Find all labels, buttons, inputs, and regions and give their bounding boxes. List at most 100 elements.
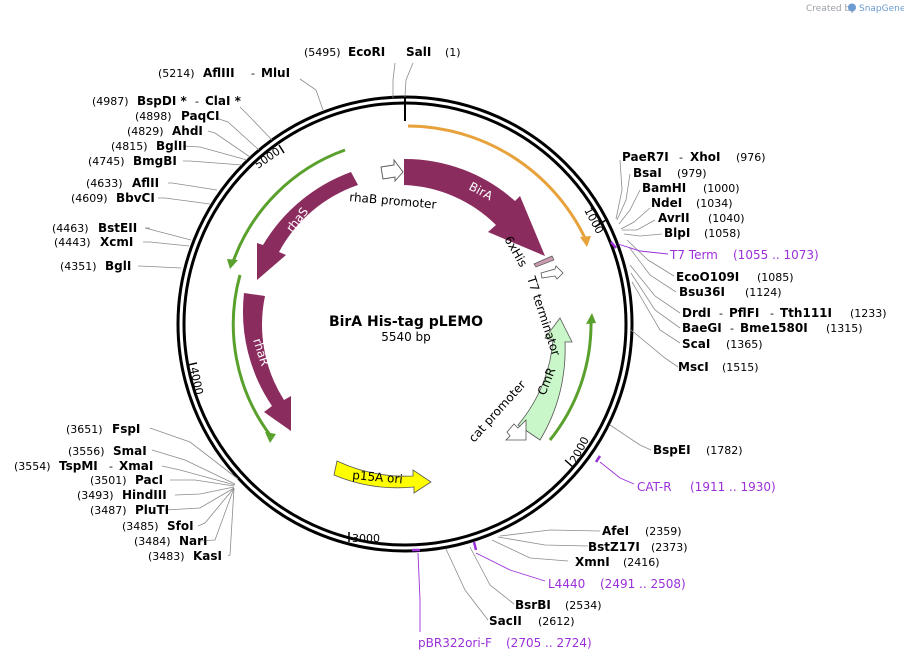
- svg-text:AflII: AflII: [132, 176, 159, 190]
- site-bspei[interactable]: BspEI (1782): [653, 443, 743, 457]
- svg-text:(4815): (4815): [111, 140, 148, 153]
- svg-text:BspDI *: BspDI *: [137, 94, 187, 108]
- primer-t7term[interactable]: T7 Term (1055 .. 1073): [610, 241, 819, 262]
- svg-text:(3483): (3483): [148, 550, 185, 563]
- svg-text:AvrII: AvrII: [658, 211, 690, 225]
- site-scai[interactable]: ScaI (1365): [682, 337, 763, 351]
- svg-text:(4898): (4898): [135, 110, 172, 123]
- site-afliii-mlui[interactable]: (5214) AflIII - MluI: [158, 66, 290, 80]
- feature-cmr[interactable]: [517, 317, 573, 441]
- tick-4000: 4000: [187, 362, 206, 396]
- site-bsrbi[interactable]: BsrBI (2534): [515, 598, 602, 612]
- svg-text:(3651): (3651): [66, 423, 103, 436]
- site-aflii[interactable]: (4633) AflII: [86, 176, 159, 190]
- svg-text:(5495): (5495): [304, 46, 341, 59]
- site-hindiii[interactable]: (3493) HindIII: [77, 488, 167, 502]
- svg-text:(1233): (1233): [850, 307, 887, 320]
- svg-text:XhoI: XhoI: [690, 150, 721, 164]
- site-afei[interactable]: AfeI (2359): [602, 524, 682, 538]
- feature-6xhis[interactable]: [533, 255, 555, 268]
- site-bsteii[interactable]: (4463) BstEII: [52, 221, 137, 235]
- site-bbvci[interactable]: (4609) BbvCI: [71, 191, 155, 205]
- svg-text:BsaI: BsaI: [633, 166, 662, 180]
- svg-text:ClaI *: ClaI *: [205, 94, 242, 108]
- map-length: 5540 bp: [381, 330, 431, 344]
- site-paci[interactable]: (3501) PacI: [90, 473, 163, 487]
- site-paqci[interactable]: (4898) PaqCI: [135, 109, 219, 123]
- svg-text:-: -: [251, 67, 255, 80]
- svg-text:KasI: KasI: [193, 549, 222, 563]
- site-avrii[interactable]: AvrII (1040): [658, 211, 745, 225]
- site-smai[interactable]: (3556) SmaI: [68, 444, 147, 458]
- svg-text:MscI: MscI: [678, 360, 709, 374]
- feature-p15a-ori-label: p15A ori: [352, 468, 404, 486]
- site-pluti[interactable]: (3487) PluTI: [90, 503, 169, 517]
- orf-green-left-upper-arrowhead: [227, 259, 238, 269]
- site-bgli[interactable]: (4351) BglI: [60, 259, 131, 273]
- site-bglii[interactable]: (4815) BglII: [111, 139, 187, 153]
- svg-text:(3501): (3501): [90, 474, 127, 487]
- site-bspdi-clai[interactable]: (4987) BspDI * - ClaI *: [92, 94, 242, 108]
- site-xcmi[interactable]: (4443) XcmI: [54, 235, 133, 249]
- svg-text:XmaI: XmaI: [119, 459, 153, 473]
- site-bsai[interactable]: BsaI (979): [633, 166, 707, 180]
- site-baegi-bme1580i[interactable]: BaeGI - Bme1580I (1315): [682, 321, 863, 335]
- svg-text:(1124): (1124): [745, 286, 782, 299]
- svg-text:(4745): (4745): [88, 155, 125, 168]
- feature-t7-terminator-arrow[interactable]: [540, 265, 564, 280]
- site-bstz17i[interactable]: BstZ17I (2373): [588, 540, 688, 554]
- site-ecori[interactable]: (5495) EcoRI: [304, 45, 385, 59]
- site-bsu36i[interactable]: Bsu36I (1124): [679, 285, 782, 299]
- feature-rhab-promoter-arrow[interactable]: [380, 158, 404, 183]
- site-bamhi[interactable]: BamHI (1000): [642, 181, 740, 195]
- site-ecoo109i[interactable]: EcoO109I (1085): [676, 270, 794, 284]
- feature-bira[interactable]: [404, 158, 545, 256]
- feature-rhas[interactable]: [257, 172, 358, 280]
- credit-created-by: Created by: [806, 4, 856, 14]
- orf-green-right-arrowhead: [586, 313, 596, 324]
- site-bmgbi[interactable]: (4745) BmgBI: [88, 154, 177, 168]
- site-sacii[interactable]: SacII (2612): [489, 614, 575, 628]
- site-labels: (5495) EcoRI SalI (1) (5214) AflIII - Ml…: [14, 45, 887, 628]
- site-paer7i-xhoi[interactable]: PaeR7I - XhoI (976): [622, 150, 766, 164]
- site-ahdi[interactable]: (4829) AhdI: [127, 124, 203, 138]
- svg-text:BamHI: BamHI: [642, 181, 686, 195]
- svg-text:(3554): (3554): [14, 460, 51, 473]
- site-blpi[interactable]: BlpI (1058): [664, 226, 741, 240]
- site-sfoi[interactable]: (3485) SfoI: [122, 519, 194, 533]
- primer-catr[interactable]: CAT-R (1911 .. 1930): [594, 455, 776, 494]
- site-fspi[interactable]: (3651) FspI: [66, 422, 140, 436]
- tick-3000: 3000: [348, 532, 380, 545]
- primer-l4440[interactable]: L4440 (2491 .. 2508): [472, 541, 686, 591]
- svg-text:SfoI: SfoI: [167, 519, 194, 533]
- site-tspmi-xmai[interactable]: (3554) TspMI - XmaI: [14, 459, 153, 473]
- site-ndei[interactable]: NdeI (1034): [651, 196, 733, 210]
- svg-text:(4351): (4351): [60, 260, 97, 273]
- svg-text:(4609): (4609): [71, 192, 108, 205]
- svg-text:(976): (976): [736, 151, 766, 164]
- svg-text:(3493): (3493): [77, 489, 114, 502]
- svg-text:NarI: NarI: [179, 534, 208, 548]
- svg-text:-: -: [195, 95, 199, 108]
- feature-p15a-ori[interactable]: [333, 460, 432, 494]
- feature-rhar[interactable]: [242, 293, 291, 431]
- svg-text:HindIII: HindIII: [122, 488, 167, 502]
- site-msci[interactable]: MscI (1515): [678, 360, 759, 374]
- site-sali[interactable]: SalI (1): [406, 45, 461, 59]
- site-nari[interactable]: (3484) NarI: [134, 534, 208, 548]
- svg-text:PluTI: PluTI: [135, 503, 169, 517]
- site-kasi[interactable]: (3483) KasI: [148, 549, 222, 563]
- svg-text:BstZ17I: BstZ17I: [588, 540, 640, 554]
- svg-text:-: -: [770, 307, 774, 320]
- site-drdi-pflfi-tth111i[interactable]: DrdI - PflFI - Tth111I (1233): [682, 306, 887, 320]
- orf-green-left-lower: [231, 274, 272, 436]
- primer-pbr322[interactable]: pBR322ori-F (2705 .. 2724): [412, 548, 592, 650]
- svg-text:(5214): (5214): [158, 67, 195, 80]
- site-leaders: [138, 62, 681, 621]
- feature-cat-promoter-arrow[interactable]: [505, 419, 527, 441]
- svg-text:(3485): (3485): [122, 520, 159, 533]
- svg-text:(4829): (4829): [127, 125, 164, 138]
- svg-text:Bme1580I: Bme1580I: [740, 321, 808, 335]
- svg-text:(3484): (3484): [134, 535, 171, 548]
- site-xmni[interactable]: XmnI (2416): [575, 555, 660, 569]
